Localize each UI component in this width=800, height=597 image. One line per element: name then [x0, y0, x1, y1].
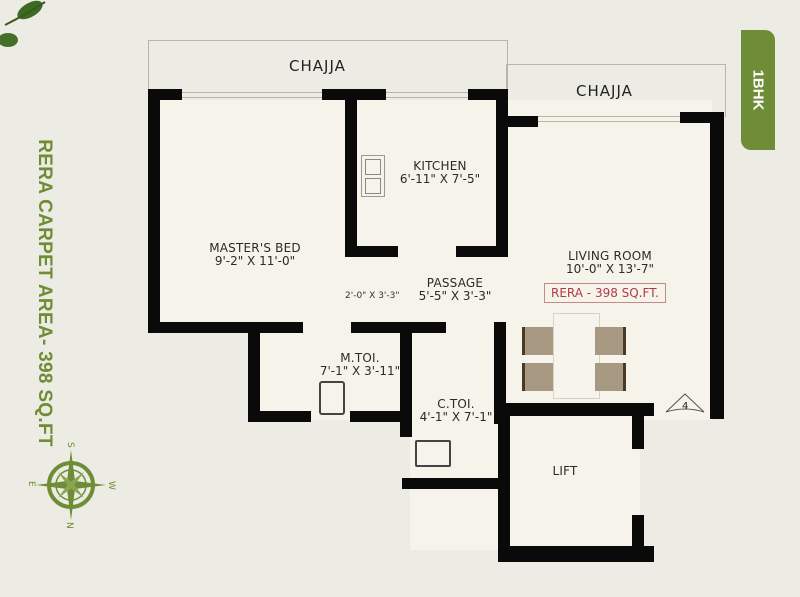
wall	[148, 322, 303, 333]
room-name: M.TOI.	[340, 351, 380, 365]
wall	[400, 330, 412, 437]
title-text: RERA CARPET AREA- 398 SQ.FT	[34, 138, 55, 447]
chair-icon	[595, 327, 626, 355]
room-dim: 5'-5" X 3'-3"	[418, 288, 492, 303]
wall	[710, 112, 724, 419]
room-label-lift: LIFT	[545, 465, 585, 478]
room-dim: 9'-2" X 11'-0"	[214, 253, 296, 268]
room-name: C.TOI.	[437, 397, 475, 411]
room-label-living-room: LIVING ROOM 10'-0" X 13'-7"	[545, 250, 675, 275]
room-label-master-bed: MASTER'S BED 9'-2" X 11'-0"	[190, 242, 320, 267]
compass-icon: S N E W	[28, 442, 116, 529]
room-name: MASTER'S BED	[209, 241, 301, 255]
view-marker-icon: 4	[665, 393, 705, 413]
room-label-c-toi: C.TOI. 4'-1" X 7'-1"	[414, 398, 498, 423]
rera-carpet-area-title: RERA CARPET AREA- 398 SQ.FT	[32, 139, 56, 447]
badge-label: 1BHK	[749, 69, 767, 111]
window	[386, 92, 468, 98]
passage-side-dim: 2'-0" X 3'-3"	[345, 291, 400, 301]
stove-icon	[361, 155, 385, 197]
wall	[508, 116, 538, 127]
wall	[498, 546, 654, 562]
room-label-passage: PASSAGE 5'-5" X 3'-3"	[410, 277, 500, 302]
wall	[345, 89, 357, 257]
room-name: PASSAGE	[426, 276, 484, 290]
wall	[148, 89, 160, 333]
wall	[468, 89, 508, 100]
wall	[498, 416, 510, 562]
floor-area	[160, 100, 712, 330]
wall	[496, 89, 508, 257]
wall	[680, 112, 724, 123]
room-dim: 6'-11" X 7'-5"	[399, 171, 481, 186]
unit-type-badge: 1BHK	[741, 30, 775, 150]
svg-text:S: S	[65, 442, 75, 448]
wall	[632, 515, 644, 550]
svg-text:N: N	[64, 522, 74, 529]
room-name: LIFT	[552, 464, 578, 478]
wall	[351, 322, 446, 333]
leaf-decoration-icon	[0, 0, 46, 47]
chair-icon	[522, 363, 553, 391]
room-name: KITCHEN	[413, 159, 467, 173]
room-dim: 4'-1" X 7'-1"	[419, 409, 493, 424]
toilet-icon	[415, 440, 451, 467]
toilet-icon	[319, 381, 345, 415]
wall	[345, 246, 398, 257]
svg-text:E: E	[28, 481, 36, 487]
room-name: LIVING ROOM	[568, 249, 652, 263]
wall	[494, 403, 654, 416]
chajja-label: CHAJJA	[576, 82, 633, 100]
dining-table	[553, 313, 600, 399]
wall	[248, 411, 311, 422]
chair-icon	[595, 363, 626, 391]
wall	[456, 246, 508, 257]
chair-icon	[522, 327, 553, 355]
chajja-outline	[148, 40, 508, 91]
room-dim: 7'-1" X 3'-11"	[319, 363, 401, 378]
svg-text:4: 4	[682, 401, 688, 412]
rera-area-box: RERA - 398 SQ.FT.	[544, 283, 666, 303]
svg-text:W: W	[106, 481, 116, 490]
room-label-m-toi: M.TOI. 7'-1" X 3'-11"	[305, 352, 415, 377]
room-dim: 10'-0" X 13'-7"	[566, 261, 654, 276]
window	[182, 92, 322, 98]
wall	[248, 322, 260, 422]
room-label-kitchen: KITCHEN 6'-11" X 7'-5"	[390, 160, 490, 185]
wall	[632, 416, 644, 449]
window	[538, 116, 680, 122]
chajja-label: CHAJJA	[289, 57, 346, 75]
wall	[402, 478, 498, 489]
wall	[350, 411, 410, 422]
wall	[494, 322, 506, 424]
wall	[148, 89, 182, 100]
